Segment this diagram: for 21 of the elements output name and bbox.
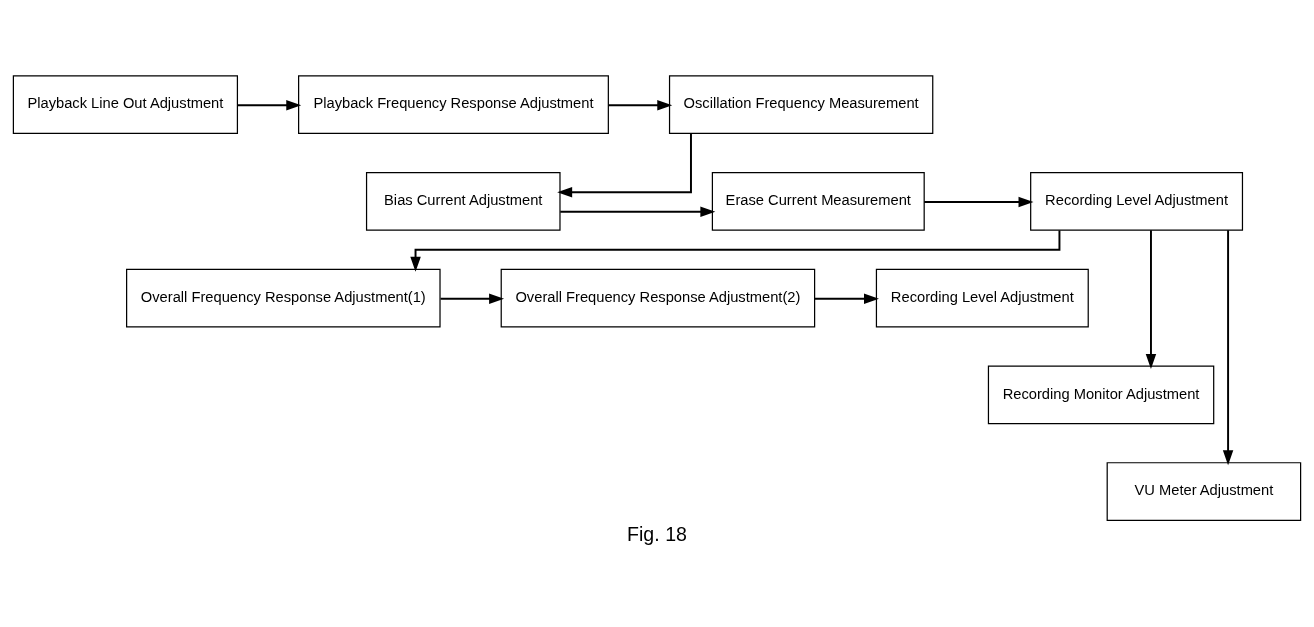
arrow xyxy=(236,99,302,110)
node-box: Playback Frequency Response Adjustment xyxy=(298,74,609,134)
arrow xyxy=(813,292,879,304)
arrow xyxy=(923,196,1034,207)
caption: Fig. 18 xyxy=(627,522,687,545)
node-box: Recording Level Adjustment xyxy=(875,268,1089,327)
node-box: Oscillation Frequency Measurement xyxy=(668,74,934,134)
node-box: Overall Frequency Response Adjustment(2) xyxy=(500,268,816,327)
arrow xyxy=(607,99,673,110)
node-box: VU Meter Adjustment xyxy=(1106,461,1302,521)
node-box: Playback Line Out Adjustment xyxy=(12,74,238,134)
node-box: Erase Current Measurement xyxy=(711,171,925,231)
arrow xyxy=(1222,228,1234,465)
arrow xyxy=(559,206,716,217)
node-box: Recording Level Adjustment xyxy=(1030,171,1244,231)
node-box: Bias Current Adjustment xyxy=(365,171,561,231)
arrow xyxy=(1145,228,1157,369)
arrow xyxy=(557,132,692,197)
arrow xyxy=(439,292,505,304)
node-box: Overall Frequency Response Adjustment(1) xyxy=(126,268,441,327)
node-box: Recording Monitor Adjustment xyxy=(987,364,1215,424)
